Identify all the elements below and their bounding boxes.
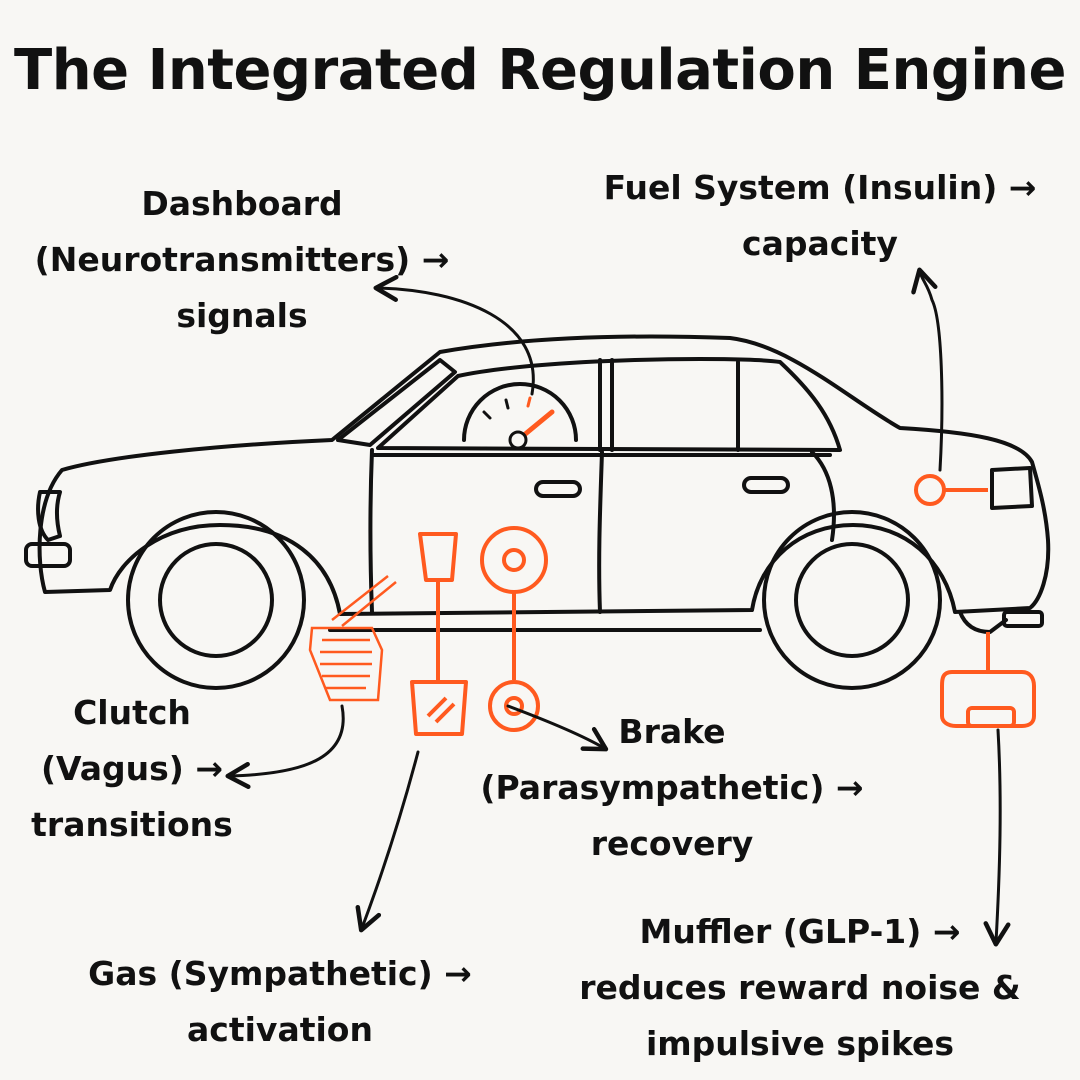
brake-label: Brake (Parasympathetic) → recovery <box>480 712 864 863</box>
arrows <box>225 267 1011 947</box>
muffler-arrow <box>983 728 1011 947</box>
clutch-label: Clutch (Vagus) → transitions <box>31 693 233 844</box>
muffler-label: Muffler (GLP-1) → reduces reward noise &… <box>579 912 1021 1063</box>
gas-label: Gas (Sympathetic) → activation <box>88 954 472 1049</box>
rear-wheel <box>762 510 942 690</box>
front-wheel <box>126 510 306 690</box>
car-body <box>24 334 1051 634</box>
fuel-system-label: Fuel System (Insulin) → capacity <box>603 168 1037 263</box>
gas-arrow <box>355 750 420 933</box>
gas-pedal-icon <box>410 532 468 736</box>
page-title: The Integrated Regulation Engine <box>14 38 1066 103</box>
dashboard-arrow <box>373 274 535 396</box>
clutch-pedal-icon <box>308 575 397 702</box>
fuel-arrow <box>911 267 944 472</box>
brake-pedal-icon <box>480 526 548 732</box>
clutch-arrow <box>225 704 345 789</box>
fuel-cap-icon <box>914 474 988 506</box>
brake-arrow <box>506 704 609 752</box>
dashboard-label: Dashboard (Neurotransmitters) → signals <box>34 184 450 335</box>
muffler-icon <box>940 632 1036 728</box>
dashboard-gauge-icon <box>462 382 578 450</box>
